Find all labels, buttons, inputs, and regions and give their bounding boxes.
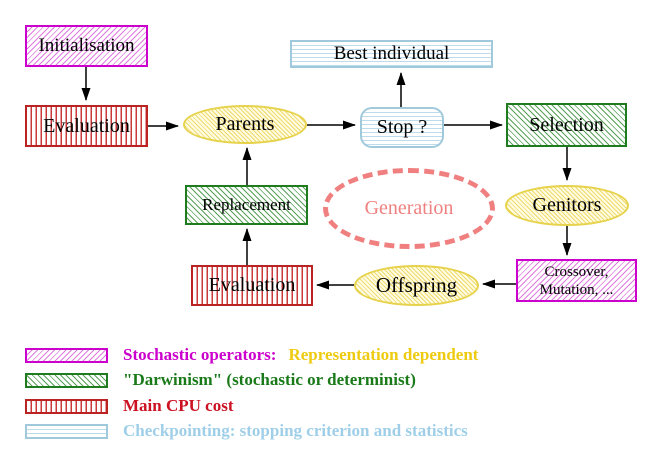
node-generation: Generation	[323, 168, 495, 249]
node-evaluation-bottom: Evaluation	[191, 265, 313, 306]
legend-row-cpu-cost: Main CPU cost	[25, 396, 233, 415]
node-replacement-label: Replacement	[202, 195, 291, 214]
node-evaluation-top-label: Evaluation	[43, 114, 130, 137]
node-offspring: Offspring	[354, 265, 479, 306]
node-parents: Parents	[183, 105, 307, 144]
node-stop-label: Stop ?	[376, 116, 428, 138]
node-generation-label: Generation	[364, 197, 454, 219]
legend-row-stochastic: Stochastic operators:Representation depe…	[25, 345, 478, 364]
node-crossover-mutation-label: Crossover, Mutation, ...	[539, 263, 614, 298]
legend-row-darwinism: "Darwinism" (stochastic or determinist)	[25, 370, 416, 389]
node-genitors: Genitors	[505, 185, 629, 226]
legend-swatch-cyan-stripes	[25, 423, 108, 439]
legend-swatch-red-stripes	[25, 398, 108, 414]
node-stop: Stop ?	[360, 107, 444, 148]
node-best-individual: Best individual	[290, 40, 493, 68]
legend-label-cpu-cost: Main CPU cost	[123, 396, 234, 415]
legend-label-darwinism: "Darwinism" (stochastic or determinist)	[123, 370, 416, 389]
node-evaluation-bottom-label: Evaluation	[208, 274, 296, 296]
node-genitors-label: Genitors	[532, 194, 602, 216]
legend-label-stochastic: Stochastic operators:Representation depe…	[123, 345, 479, 364]
node-offspring-label: Offspring	[375, 273, 458, 297]
node-replacement: Replacement	[185, 185, 308, 225]
legend-swatch-green-hatch	[25, 372, 108, 388]
legend-label-checkpointing: Checkpointing: stopping criterion and st…	[123, 421, 468, 440]
node-crossover-mutation: Crossover, Mutation, ...	[516, 259, 637, 302]
node-best-individual-label: Best individual	[333, 43, 450, 64]
node-initialisation: Initialisation	[25, 25, 148, 67]
node-evaluation-top: Evaluation	[25, 105, 148, 147]
node-selection: Selection	[506, 103, 627, 147]
legend-swatch-magenta-hatch	[25, 347, 108, 363]
node-selection-label: Selection	[529, 113, 604, 136]
legend-row-checkpointing: Checkpointing: stopping criterion and st…	[25, 421, 468, 440]
node-initialisation-label: Initialisation	[38, 35, 135, 56]
node-parents-label: Parents	[215, 113, 275, 135]
